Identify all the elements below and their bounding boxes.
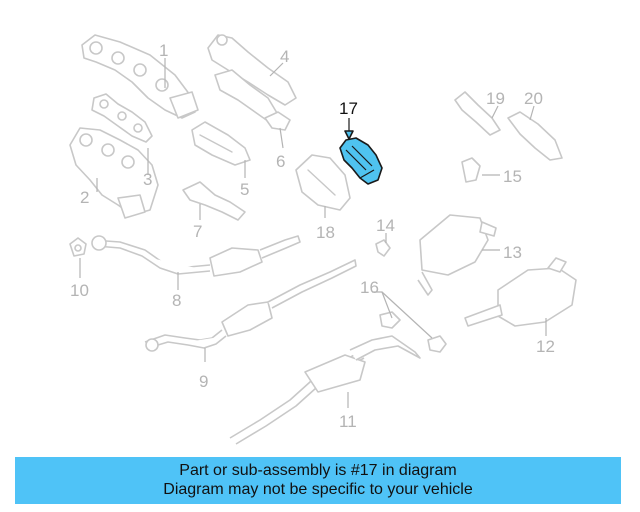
callout-2: 2 [80,188,89,207]
callout-8: 8 [172,291,181,310]
part-9-front-pipe[interactable] [144,259,357,352]
part-6-bracket[interactable] [264,111,291,131]
part-14-clamp[interactable] [375,239,391,257]
callout-1: 1 [159,41,168,60]
callout-18: 18 [316,223,335,242]
callout-4: 4 [280,47,289,66]
callout-15: 15 [503,167,522,186]
part-7-bracket[interactable] [182,181,246,221]
callout-5: 5 [240,180,249,199]
part-20-bracket[interactable] [507,111,563,161]
part-5-heat-shield[interactable] [191,121,251,166]
part-11-intermediate-pipe[interactable] [229,335,421,445]
part-15-hanger[interactable] [461,157,481,183]
part-19-bracket[interactable] [454,91,501,136]
part-17-heat-shield-highlighted[interactable] [339,137,383,185]
info-banner: Part or sub-assembly is #17 in diagram D… [15,457,621,504]
callout-19: 19 [486,89,505,108]
callout-10: 10 [70,281,89,300]
part-10-gasket[interactable] [69,237,87,257]
callout-20: 20 [524,89,543,108]
callout-12: 12 [536,337,555,356]
callout-16: 16 [360,278,379,297]
callout-14: 14 [376,216,395,235]
callout-7: 7 [193,222,202,241]
part-8-front-pipe[interactable] [91,235,301,277]
banner-line-1: Part or sub-assembly is #17 in diagram [179,462,457,479]
part-12-rear-muffler[interactable] [464,257,577,327]
callout-9: 9 [199,372,208,391]
part-13-front-muffler[interactable] [417,214,497,296]
part-18-heat-shield[interactable] [295,154,351,211]
part-2-exhaust-manifold[interactable] [69,127,159,219]
banner-line-2: Diagram may not be specific to your vehi… [163,481,473,498]
callout-11: 11 [339,412,357,431]
callout-3: 3 [143,170,152,189]
part-3-manifold-gasket[interactable] [91,93,153,143]
callout-17: 17 [339,99,358,118]
callout-13: 13 [503,243,522,262]
callout-6: 6 [276,152,285,171]
